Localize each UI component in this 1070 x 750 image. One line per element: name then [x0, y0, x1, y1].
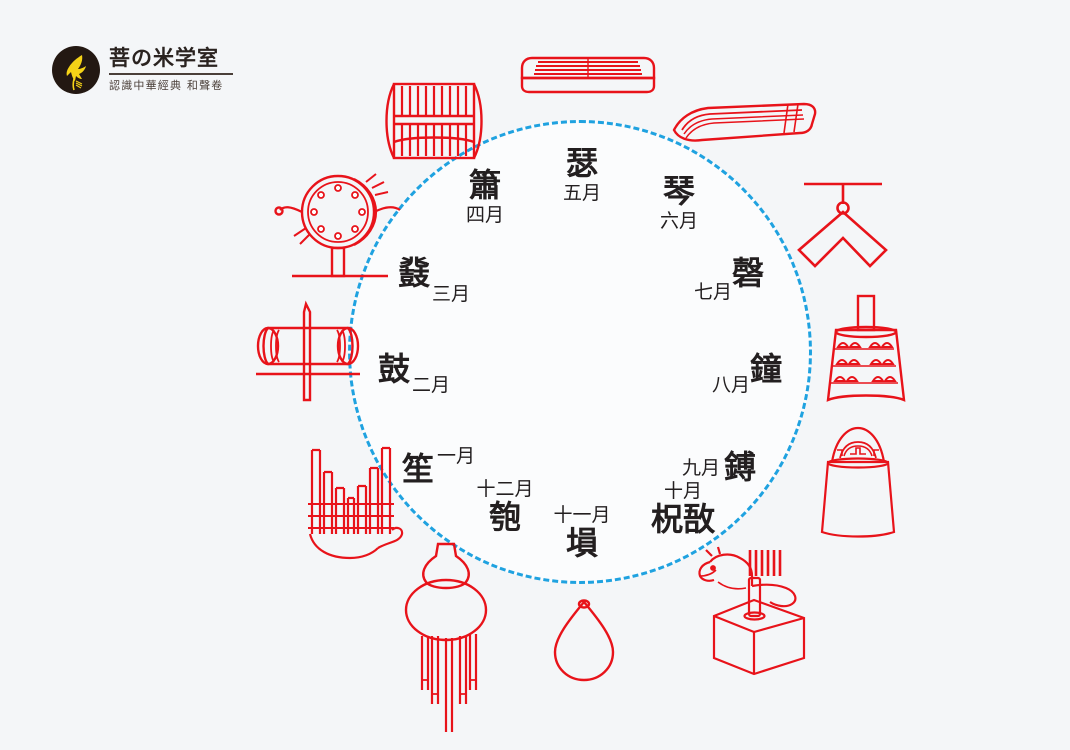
bo-bell-icon [810, 424, 906, 548]
entry-label-9: 九月鎛 [682, 424, 756, 486]
instrument-name: 琴 [662, 172, 695, 210]
logo-title: 菩の米学室 [109, 46, 219, 71]
entry-label-3: 鼗三月 [398, 248, 470, 305]
entry-label-6: 琴 六月 [648, 172, 710, 232]
instrument-name: 鼓 [378, 350, 411, 388]
month-label: 六月 [659, 209, 698, 232]
instrument-name: 鎛 [724, 448, 757, 486]
entry-label-12: 十二月 匏 [462, 478, 548, 536]
entry-label-11: 十一月 塤 [545, 504, 619, 562]
entry-label-10: 十月 柷敔 [640, 480, 726, 538]
month-label: 十一月 [553, 504, 611, 526]
ocarina-icon [547, 594, 621, 684]
instrument-name: 鐘 [750, 350, 783, 388]
entry-label-5: 瑟 五月 [552, 144, 612, 204]
month-label: 四月 [465, 203, 504, 226]
instrument-name: 簫 [468, 166, 501, 204]
bird-in-circle-icon [52, 46, 100, 94]
month-label: 十二月 [476, 478, 534, 500]
instrument-name: 笙 [402, 450, 435, 488]
month-label: 十月 [663, 480, 702, 502]
bronze-bell-icon [824, 292, 908, 414]
se-zither-icon [516, 52, 660, 98]
gourd-instrument-icon [396, 540, 496, 736]
entry-label-8: 八月鐘 [712, 344, 783, 396]
brand-logo: 菩の米学室 認識中華經典 和聲卷 [52, 46, 233, 94]
zhu-yu-box-tiger-icon [692, 546, 816, 676]
month-label: 九月 [682, 457, 721, 479]
instrument-name: 鼗 [398, 254, 431, 292]
panpipes-icon [382, 78, 486, 164]
month-label: 七月 [694, 281, 733, 303]
month-label: 五月 [562, 181, 601, 204]
sheng-mouth-organ-icon [296, 430, 406, 560]
dashed-circle-ring [348, 120, 812, 584]
entry-label-4: 簫 四月 [455, 166, 515, 226]
pellet-rattle-drum-icon [274, 166, 404, 282]
logo-subtitle: 認識中華經典 和聲卷 [109, 78, 224, 92]
instrument-name: 匏 [488, 498, 521, 537]
entry-label-7: 七月磬 [694, 248, 765, 303]
instrument-name: 磬 [732, 254, 765, 292]
qin-zither-icon [662, 100, 822, 150]
chime-stone-icon [790, 178, 894, 274]
instrument-name: 瑟 [565, 144, 598, 182]
month-label: 一月 [437, 445, 476, 467]
drum-on-stand-icon [248, 300, 368, 416]
entry-label-2: 鼓二月 [378, 344, 450, 396]
logo-divider [109, 72, 233, 75]
month-label: 八月 [712, 374, 751, 396]
entry-label-1: 笙一月 [402, 428, 476, 488]
month-label: 三月 [432, 283, 471, 305]
instrument-name: 塤 [565, 524, 598, 563]
instrument-name: 柷敔 [650, 500, 715, 539]
month-label: 二月 [412, 374, 451, 396]
